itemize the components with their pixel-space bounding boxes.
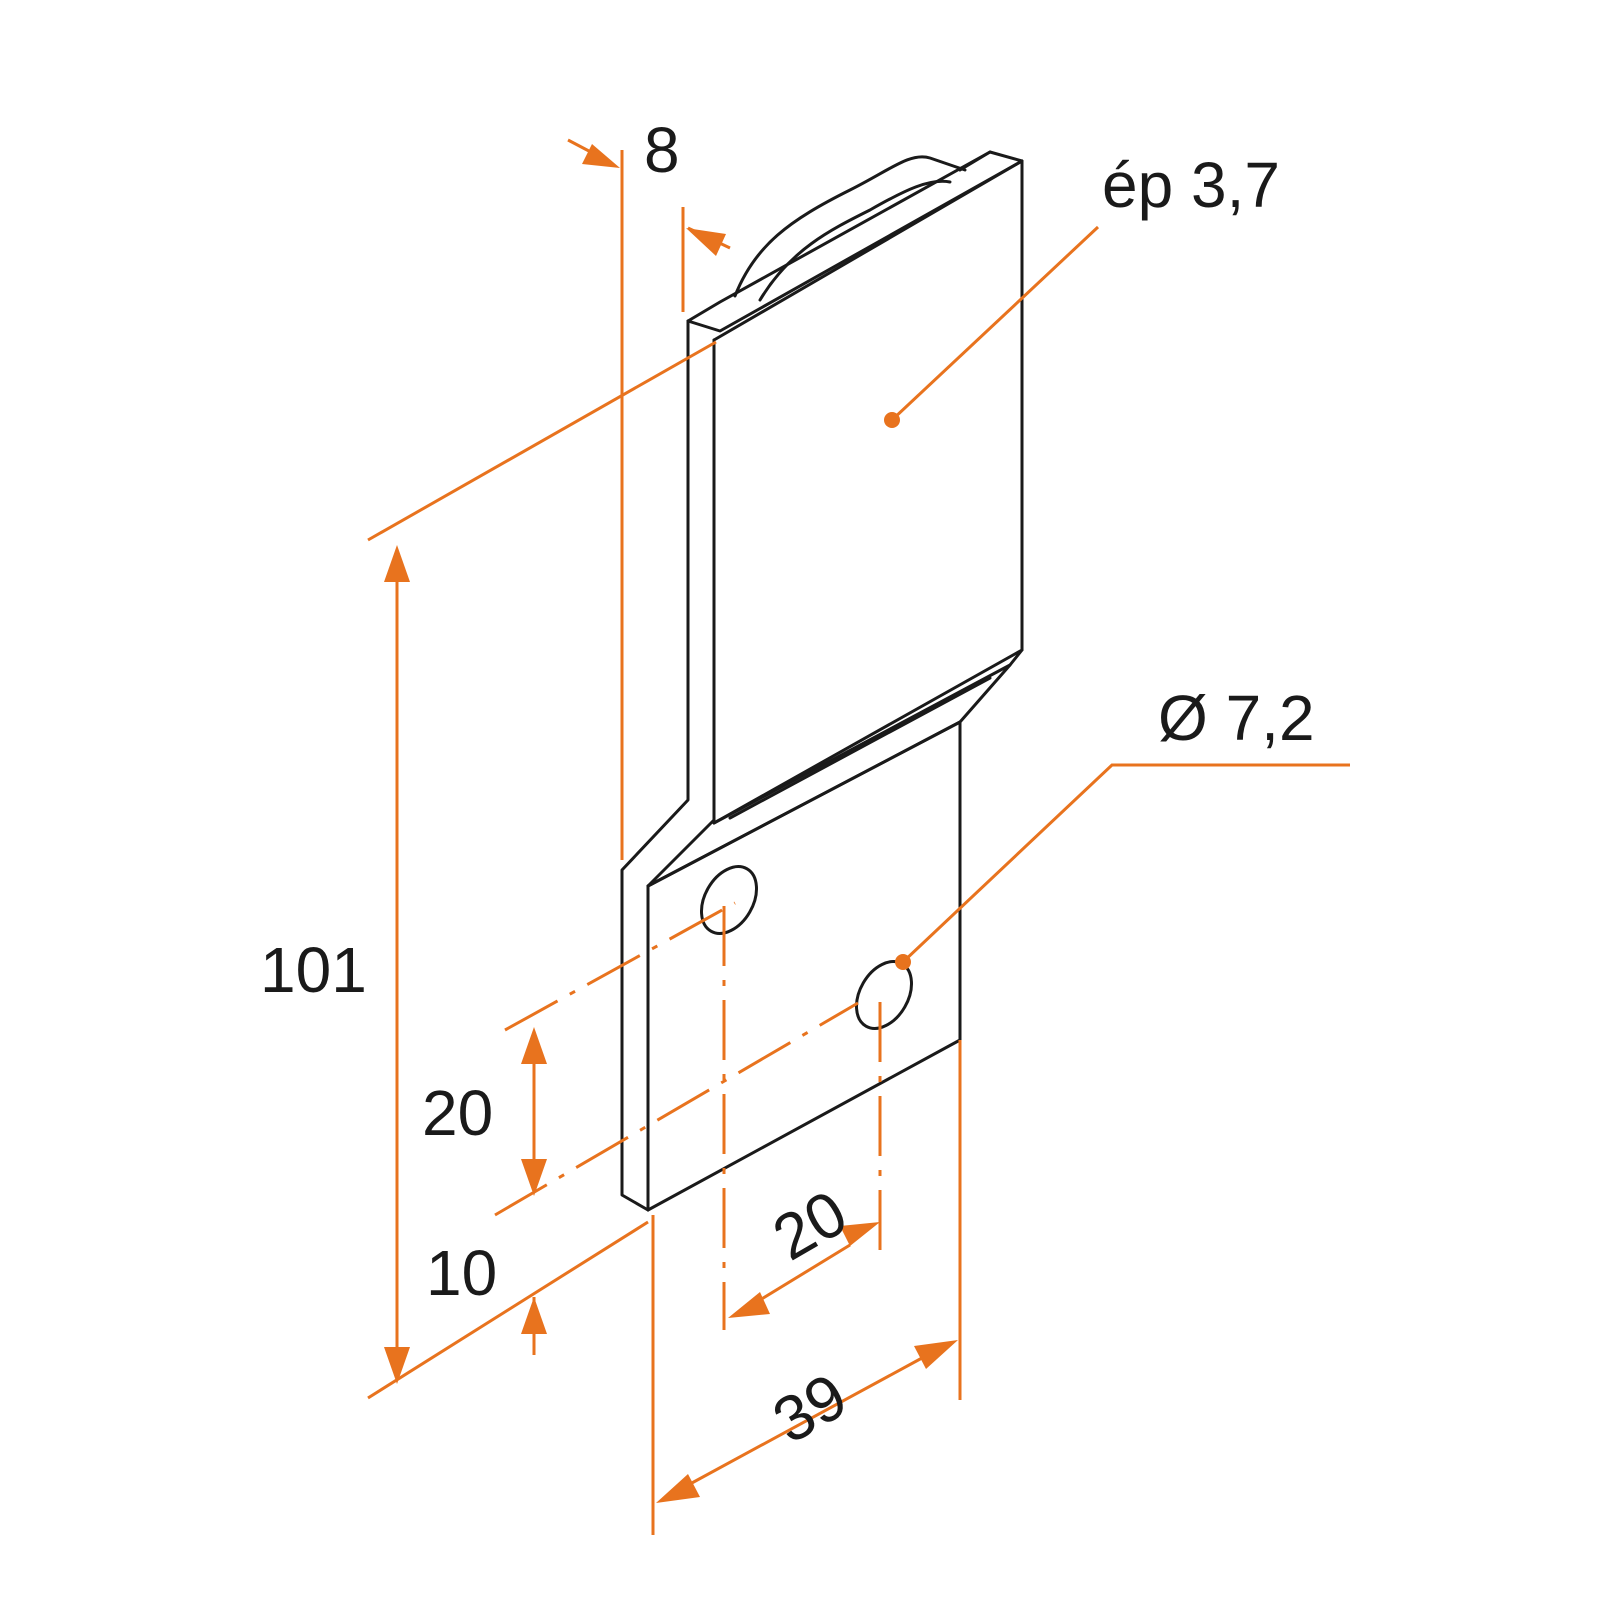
height-arrow-bottom (384, 1347, 410, 1384)
ear-tab (958, 150, 992, 172)
height-extension-top (367, 340, 717, 542)
hole-2-centerline-h (494, 1001, 859, 1217)
height-extension-bottom (367, 1220, 649, 1400)
total-height-label: 101 (260, 934, 367, 1006)
flange-width-arrow-2 (686, 228, 726, 256)
height-arrow-top (384, 545, 410, 582)
total-width-label: 39 (761, 1359, 859, 1457)
hole-spacing-v-arrow-bottom (521, 1159, 547, 1196)
hole-2 (855, 960, 913, 1030)
upper-plate (712, 159, 1024, 825)
curved-ear-inner (758, 179, 952, 302)
flange-width-label: 8 (644, 114, 680, 186)
flange-width-arrow-1 (582, 144, 620, 168)
hole-spacing-horizontal-label: 20 (761, 1176, 859, 1274)
side-flange (620, 319, 716, 1212)
dimension-lines (367, 138, 1350, 1535)
bottom-offset-arrow (521, 1297, 547, 1334)
bend-shade (728, 676, 992, 820)
width-dimension-line (689, 1356, 923, 1486)
thickness-label: ép 3,7 (1102, 149, 1280, 221)
hole-spacing-h-arrow-left (728, 1292, 770, 1318)
hole-spacing-h-line (759, 1243, 851, 1302)
top-flange-edge (686, 150, 1024, 323)
bracket-part (620, 150, 1024, 1212)
width-arrow-right (914, 1340, 958, 1369)
top-flange-front (686, 159, 1024, 333)
hole-1-centerline-h (504, 901, 736, 1032)
thickness-leader-dot (884, 412, 900, 428)
hole-diameter-leader-dot (895, 954, 911, 970)
hole-spacing-h-arrow-right (840, 1222, 880, 1246)
curved-ear (733, 155, 967, 298)
hole-offset-bottom-label: 10 (426, 1237, 497, 1309)
hole-diameter-label: Ø 7,2 (1158, 682, 1315, 754)
hole-1 (700, 865, 758, 935)
hole-spacing-v-arrow-top (521, 1027, 547, 1064)
thickness-leader (890, 225, 1100, 422)
hole-diameter-leader (901, 763, 1350, 964)
lower-plate (646, 720, 962, 1212)
hole-spacing-vertical-label: 20 (422, 1077, 493, 1149)
width-arrow-left (656, 1474, 700, 1503)
